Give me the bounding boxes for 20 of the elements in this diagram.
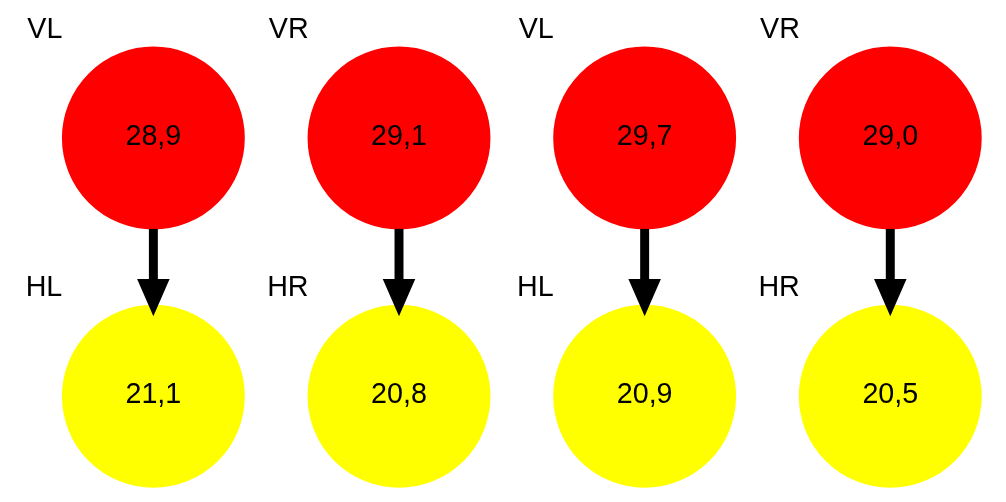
node-circle: 20,8 (307, 304, 491, 488)
node-circle: 29,1 (307, 46, 491, 230)
arrow (874, 228, 907, 317)
node-circle: 20,9 (553, 304, 737, 488)
arrow (382, 228, 416, 317)
node-label: VL (518, 12, 554, 45)
node-label: HL (516, 270, 554, 303)
node-circle: 29,7 (553, 46, 737, 230)
node-circle: 20,5 (798, 304, 982, 488)
node-label: VL (27, 12, 63, 45)
node-circle: 21,1 (61, 304, 245, 488)
node-label: VR (268, 12, 309, 45)
arrow (628, 228, 661, 317)
node-label: HR (758, 270, 800, 303)
node-label: HL (25, 270, 63, 303)
node-circle: 28,9 (61, 46, 245, 230)
node-label: VR (760, 12, 800, 45)
arrow (137, 228, 170, 317)
node-circle: 29,0 (798, 46, 982, 230)
node-label: HR (267, 270, 309, 303)
